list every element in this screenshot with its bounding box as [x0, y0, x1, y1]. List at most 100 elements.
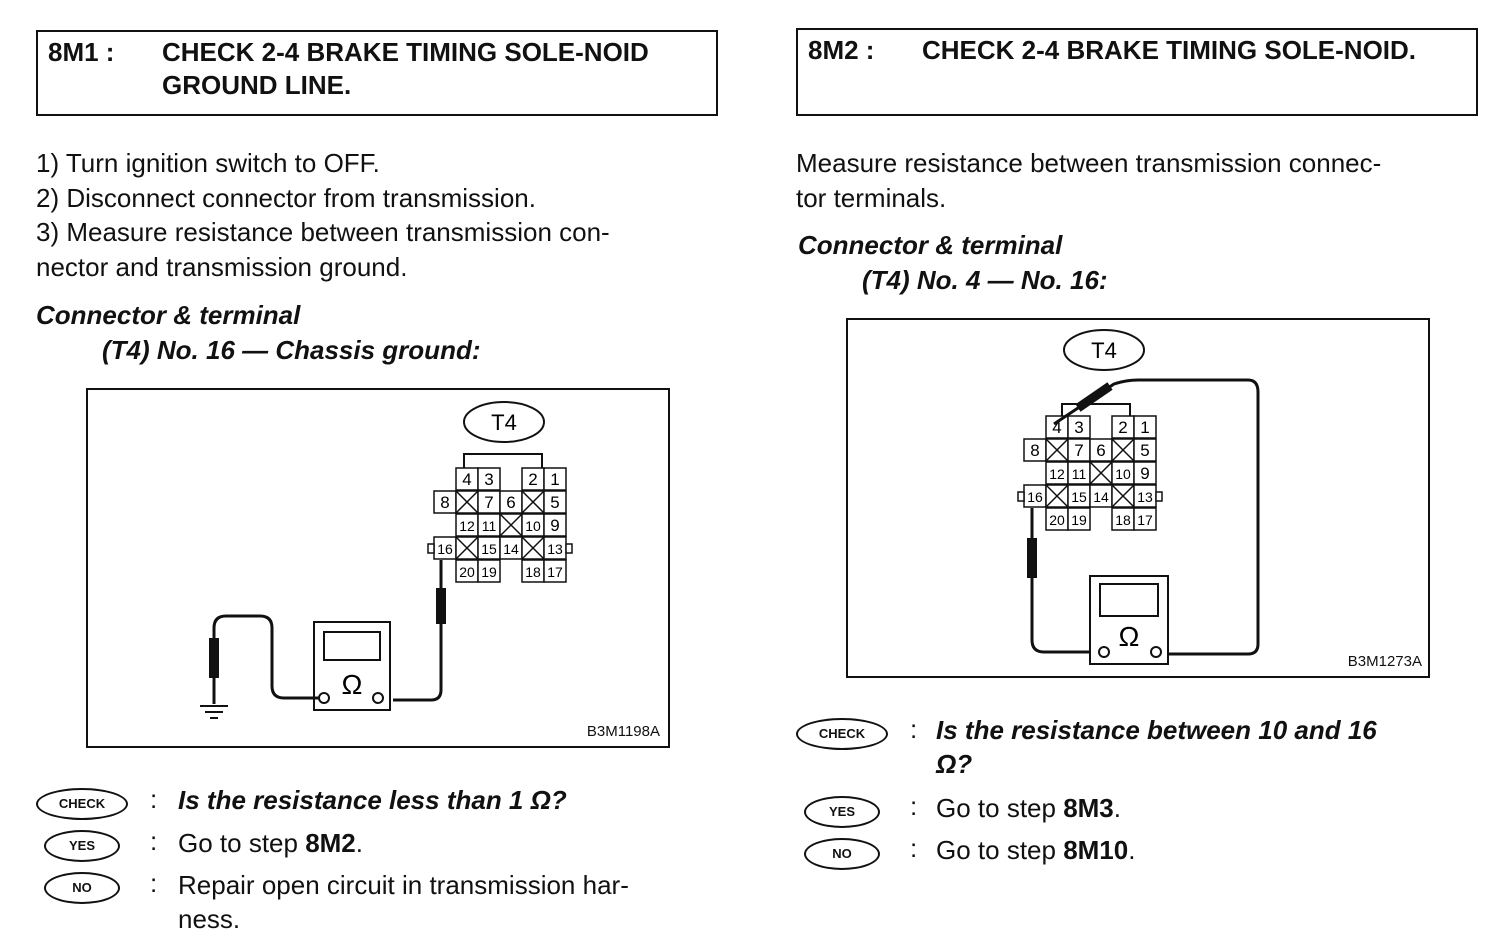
colon: :	[910, 714, 918, 744]
yes-suffix: .	[355, 828, 363, 858]
probe-wire-bottom	[1030, 508, 1100, 654]
left-terminal-4: 4	[462, 470, 471, 489]
yes-answer: Go to step 8M3.	[936, 791, 1121, 825]
right-terminal-2: 2	[1118, 418, 1127, 437]
meter-terminal-right	[372, 692, 384, 704]
left-terminal-1: 1	[550, 470, 559, 489]
step-title-text: CHECK 2-4 BRAKE TIMING SOLE-NOID.	[922, 35, 1417, 65]
meter-terminal-right	[1150, 646, 1162, 658]
left-terminal-12: 12	[459, 518, 475, 534]
yes-answer: Go to step 8M2.	[178, 826, 363, 860]
left-terminal-5: 5	[550, 493, 559, 512]
meter-display	[323, 631, 381, 661]
left-cell	[543, 467, 567, 491]
check-question-line2: Ω?	[936, 749, 973, 779]
right-terminal-5: 5	[1140, 441, 1149, 460]
left-terminal-20: 20	[459, 564, 475, 580]
connector-heading: Connector & terminal	[798, 230, 1063, 260]
right-terminal-18: 18	[1115, 512, 1131, 528]
colon: :	[150, 784, 158, 814]
no-prefix: Go to step	[936, 835, 1064, 865]
connector-label: T4	[491, 410, 517, 435]
right-terminal-1: 1	[1140, 418, 1149, 437]
no-suffix: .	[1128, 835, 1136, 865]
figure-code: B3M1273A	[1347, 653, 1422, 670]
left-terminal-13: 13	[547, 541, 563, 557]
instruction-3: 3) Measure resistance between transmissi…	[36, 217, 610, 247]
left-terminal-3: 3	[484, 470, 493, 489]
step-title-text: CHECK 2-4 BRAKE TIMING SOLE-NOID GROUND …	[162, 37, 649, 100]
left-cell	[543, 490, 567, 514]
right-terminal-7: 7	[1074, 441, 1083, 460]
no-text-line1: Repair open circuit in transmission har-	[178, 870, 629, 900]
left-terminal-17: 17	[547, 564, 563, 580]
yes-suffix: .	[1113, 793, 1121, 823]
meter-terminal-left	[1098, 646, 1110, 658]
probe-wire-right	[393, 560, 443, 702]
check-badge: CHECK	[796, 718, 888, 750]
left-locking-tab	[427, 543, 435, 554]
instruction-2: 2) Disconnect connector from transmissio…	[36, 182, 536, 213]
left-cell	[477, 559, 501, 583]
yes-prefix: Go to step	[936, 793, 1064, 823]
left-terminal-8: 8	[440, 493, 449, 512]
probe-wire-top	[1053, 378, 1260, 656]
instruction-1: Measure resistance between transmission …	[796, 148, 1382, 178]
right-blank-cell	[1045, 438, 1069, 462]
connector-label-ellipse	[463, 401, 545, 443]
no-step: 8M10	[1063, 835, 1129, 865]
right-terminal-10: 10	[1115, 466, 1131, 482]
instruction-list: 1) Turn ignition switch to OFF. 2) Disco…	[36, 146, 726, 284]
right-locking-tab	[1155, 491, 1163, 502]
left-terminal-10: 10	[525, 518, 541, 534]
left-terminal-19: 19	[481, 564, 497, 580]
right-cell	[1133, 461, 1157, 485]
connector-label: T4	[1091, 338, 1117, 363]
left-locking-tab	[565, 543, 573, 554]
right-terminal-4: 4	[1052, 418, 1061, 437]
meter-symbol: Ω	[1119, 621, 1140, 652]
step-title: CHECK 2-4 BRAKE TIMING SOLE-NOID GROUND …	[162, 36, 722, 102]
connector-label-ellipse	[1063, 329, 1145, 371]
no-badge: NO	[44, 872, 120, 904]
colon: :	[910, 791, 918, 821]
meter-display	[1099, 583, 1159, 617]
right-terminal-3: 3	[1074, 418, 1083, 437]
connector-spec: (T4) No. 4 — No. 16:	[862, 265, 1108, 295]
left-terminal-6: 6	[506, 493, 515, 512]
probe-right	[436, 588, 446, 624]
connector-bracket	[1061, 403, 1131, 416]
left-terminal-2: 2	[528, 470, 537, 489]
probe-top	[1075, 382, 1113, 412]
right-blank-cell	[1111, 484, 1135, 508]
right-terminal-15: 15	[1071, 489, 1087, 505]
right-terminal-13: 13	[1137, 489, 1153, 505]
step-id: 8M2 :	[808, 35, 875, 65]
connector-bracket	[463, 453, 543, 468]
no-badge: NO	[804, 838, 880, 870]
left-blank-cell	[455, 490, 479, 514]
check-question: Is the resistance between 10 and 16 Ω?	[936, 713, 1496, 781]
right-blank-cell	[1089, 461, 1113, 485]
probe-wire-left	[212, 614, 319, 704]
left-terminal-15: 15	[481, 541, 497, 557]
left-terminal-7: 7	[484, 493, 493, 512]
left-terminal-9: 9	[550, 516, 559, 535]
meter-terminal-left	[318, 692, 330, 704]
left-terminal-16: 16	[437, 541, 453, 557]
yes-badge: YES	[44, 830, 120, 862]
step-box-8m2: 8M2 : CHECK 2-4 BRAKE TIMING SOLE-NOID.	[796, 28, 1478, 116]
right-cell	[1133, 507, 1157, 531]
right-blank-cell	[1111, 438, 1135, 462]
right-terminal-14: 14	[1093, 489, 1109, 505]
connector-spec: (T4) No. 16 — Chassis ground:	[102, 335, 481, 365]
step-box-8m1: 8M1 : CHECK 2-4 BRAKE TIMING SOLE-NOID G…	[36, 30, 718, 116]
right-blank-cell	[1045, 484, 1069, 508]
left-blank-cell	[499, 513, 523, 537]
probe-left	[209, 638, 219, 678]
left-cell	[477, 467, 501, 491]
